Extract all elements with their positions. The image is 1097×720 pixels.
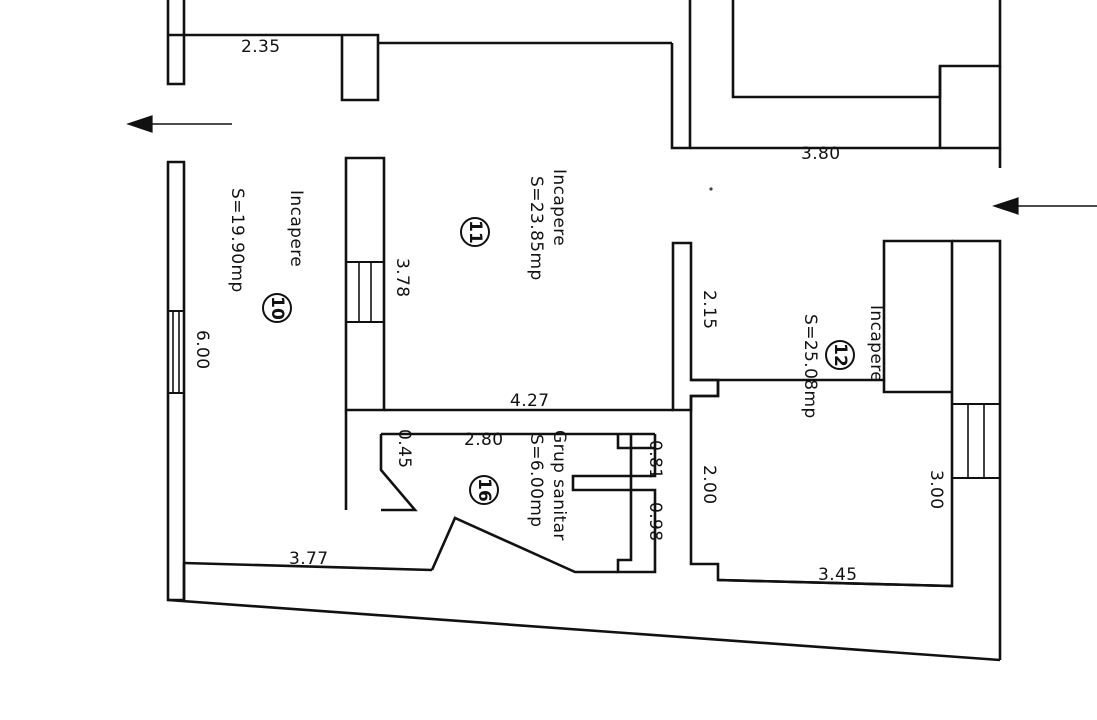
room-number-16-text: 16 (474, 478, 494, 502)
wall-wc-stall-divider-upper (616, 434, 633, 450)
dimension-wc-stall-upper-081: 0.81 (645, 440, 665, 479)
wall-top-left-stub (166, 0, 186, 86)
room-16-area-label: S=6.00mp (526, 434, 546, 527)
direction-arrow-right (992, 197, 1097, 215)
room-number-10-text: 10 (267, 296, 287, 320)
room-11-name-label: Incapere (549, 169, 569, 246)
room-number-badge-10: 10 (262, 293, 292, 323)
window-right-wall (951, 403, 1001, 479)
room-number-badge-12: 12 (825, 340, 855, 370)
scan-dot-1 (709, 187, 713, 191)
wall-top-right-band-380 (690, 66, 942, 150)
room-10-name-label: Incapere (286, 190, 306, 267)
dimension-room12-bottom-345: 3.45 (818, 565, 857, 585)
wall-top-left-band (168, 33, 380, 102)
dimension-room12-right-300: 3.00 (926, 470, 946, 509)
dimension-wc-angle-045: 0.45 (394, 429, 414, 468)
wall-between-room10-room11 (344, 156, 386, 412)
wall-wc-stall-upper-box (629, 448, 657, 478)
room-12-name-label: Incapere (866, 305, 886, 382)
wall-hall-bottom-377 (183, 561, 433, 572)
wall-top-middle-vertical (670, 0, 692, 150)
dimension-top-left-235: 2.35 (241, 37, 280, 57)
room-11-area-label: S=23.85mp (526, 176, 546, 281)
dimension-wc-stall-lower-098: 0.98 (645, 502, 665, 541)
window-middle-wall (345, 261, 385, 323)
wall-right-exterior (952, 239, 1002, 660)
wall-top-right-upper (731, 0, 1002, 99)
wall-wc-stall-partition (571, 474, 633, 492)
wall-wc-angled-left (379, 434, 418, 512)
wall-wc-bottom-angled (430, 516, 618, 574)
dimension-room12-lower-left-200: 2.00 (699, 465, 719, 504)
direction-arrow-left (126, 115, 232, 133)
room-10-area-label: S=19.90mp (227, 188, 247, 293)
dimension-left-wall-600: 6.00 (192, 330, 212, 369)
wall-room12-bottom-345 (717, 578, 953, 588)
dimension-bottom-left-377: 3.77 (289, 549, 328, 569)
wall-room12-outline (689, 239, 954, 588)
wall-room12-entry-step (882, 380, 952, 394)
room-12-area-label: S=25.08mp (800, 314, 820, 419)
dimension-wc-top-280: 2.80 (464, 430, 503, 450)
room-number-12-text: 12 (830, 343, 850, 367)
wall-top-right-band-380-outer (940, 66, 1002, 150)
dimension-top-right-380: 3.80 (801, 144, 840, 164)
dimension-mid-wall-378: 3.78 (392, 258, 412, 297)
window-left-wall (167, 310, 185, 394)
dimension-room12-upper-left-215: 2.15 (699, 290, 719, 329)
wall-hall-lower-outline (167, 598, 1001, 662)
room-number-badge-16: 16 (469, 475, 499, 505)
room-16-name-label: Grup sanitar (549, 430, 569, 541)
room-number-11-text: 11 (465, 220, 485, 244)
room-number-badge-11: 11 (460, 217, 490, 247)
dimension-room11-bottom-427: 4.27 (510, 391, 549, 411)
wall-left-exterior (166, 160, 186, 602)
